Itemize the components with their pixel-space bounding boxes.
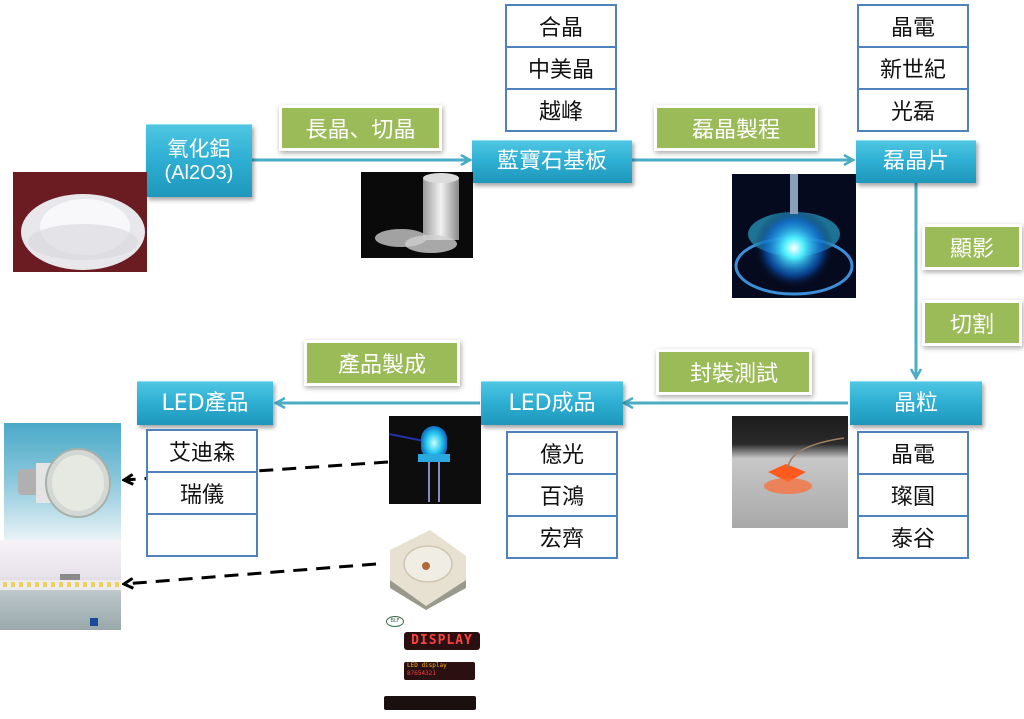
step-packaging-label: 封裝測試 (689, 362, 778, 387)
step-lithography-label: 顯影 (949, 237, 994, 262)
company-cell (148, 515, 256, 555)
companies-sapphire: 合晶 中美晶 越峰 (505, 4, 617, 132)
step-epitaxy-label: 磊晶製程 (691, 118, 780, 143)
step-dicing: 切割 (922, 300, 1022, 346)
step-epitaxy: 磊晶製程 (654, 105, 818, 151)
node-led-finished-label: LED成品 (508, 390, 596, 416)
node-led-finished: LED成品 (481, 381, 623, 425)
node-wafer-label: 磊晶片 (882, 149, 949, 175)
led-light-bar-photo (0, 540, 121, 630)
companies-die: 晶電 璨圓 泰谷 (857, 431, 969, 559)
company-cell: 億光 (508, 433, 616, 475)
node-alumina-label-line2: (Al2O3) (164, 161, 234, 184)
company-cell: 瑞儀 (148, 473, 256, 515)
companies-led-product: 艾迪森 瑞儀 (146, 429, 258, 557)
node-sapphire-substrate: 藍寶石基板 (472, 140, 632, 183)
node-die: 晶粒 (850, 381, 982, 425)
display-text-2: LED display (407, 662, 447, 669)
company-cell: 泰谷 (890, 527, 935, 552)
node-alumina: 氧化鋁 (Al2O3) (146, 124, 252, 197)
step-crystal-growth-label: 長晶、切晶 (305, 118, 416, 143)
led-die-photo (732, 416, 848, 528)
node-epi-wafer: 磊晶片 (856, 140, 976, 183)
company-cell: 合晶 (507, 6, 615, 48)
step-dicing-label: 切割 (949, 313, 994, 338)
node-led-product-label: LED產品 (161, 390, 249, 416)
display-logo-icon: BLF (386, 616, 404, 627)
company-cell: 晶電 (859, 6, 967, 48)
company-cell: 中美晶 (507, 48, 615, 90)
company-cell: 百鴻 (508, 475, 616, 517)
led-display-photo: BLF DISPLAY LED display 87654321 (382, 614, 494, 718)
dashed-arrow-smd-to-strip (124, 562, 377, 584)
step-manufacturing-label: 產品製成 (337, 353, 426, 378)
node-alumina-label-line1: 氧化鋁 (167, 137, 231, 162)
display-text-3: 87654321 (407, 670, 436, 677)
step-lithography: 顯影 (922, 224, 1022, 270)
node-die-label: 晶粒 (893, 390, 938, 416)
display-panel-1: DISPLAY (404, 632, 480, 650)
display-panel-2: LED display 87654321 (404, 662, 475, 680)
blue-led-lamp-photo (389, 416, 481, 504)
node-led-product: LED產品 (137, 381, 273, 425)
brand-logo-icon (90, 618, 98, 626)
company-cell: 越峰 (538, 100, 583, 125)
company-cell: 宏齊 (539, 527, 584, 552)
node-sapphire-label: 藍寶石基板 (496, 149, 607, 175)
display-panel-3 (384, 696, 476, 710)
epitaxy-wafer-photo (732, 174, 856, 298)
display-text-1: DISPLAY (411, 633, 473, 648)
company-cell: 新世紀 (859, 48, 967, 90)
step-crystal-growth: 長晶、切晶 (279, 105, 442, 151)
companies-led-finished: 億光 百鴻 宏齊 (506, 431, 618, 559)
company-cell: 晶電 (859, 433, 967, 475)
step-product-manufacturing: 產品製成 (304, 340, 460, 386)
company-cell: 光磊 (890, 100, 935, 125)
led-bulb-photo (4, 423, 121, 540)
company-cell: 璨圓 (859, 475, 967, 517)
step-packaging-testing: 封裝測試 (656, 349, 812, 395)
smd-led-photo (380, 520, 470, 610)
alumina-crystals-photo (13, 172, 147, 272)
companies-wafer: 晶電 新世紀 光磊 (857, 4, 969, 132)
sapphire-ingot-photo (361, 172, 473, 258)
company-cell: 艾迪森 (148, 431, 256, 473)
